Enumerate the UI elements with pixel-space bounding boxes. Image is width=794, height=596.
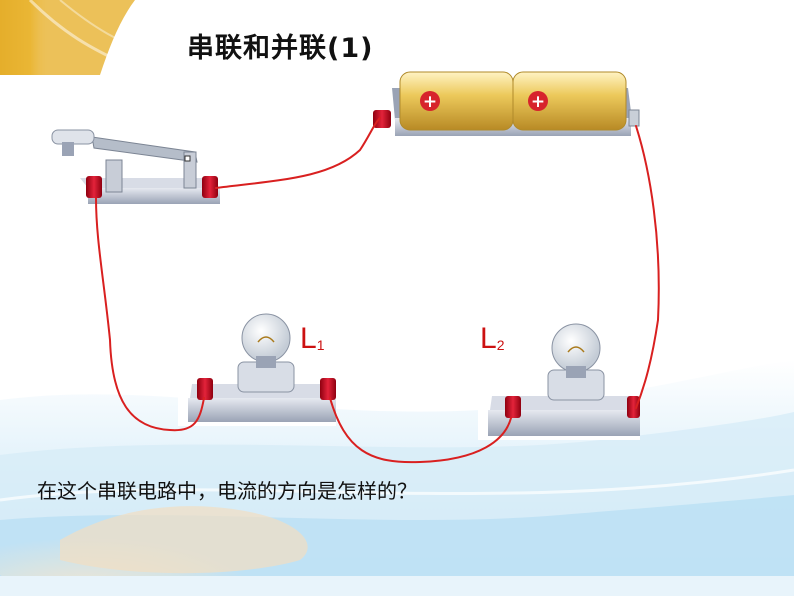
battery-cell-2 [512, 71, 627, 131]
plus-icon [528, 91, 548, 111]
knife-switch [48, 125, 224, 222]
wire-lamp2-to-lamp1 [329, 397, 512, 464]
lamp-l1-terminal-left [197, 378, 213, 400]
question-text: 在这个串联电路中，电流的方向是怎样的？ [37, 479, 417, 503]
wires [95, 117, 660, 464]
battery-holder: + + [370, 70, 640, 138]
battery-terminal-right [628, 109, 640, 127]
lamp-l1-terminal-right [320, 378, 336, 400]
lamp-l1 [178, 313, 336, 426]
bulb-icon [241, 313, 291, 363]
wire-switch-to-battery [215, 117, 381, 189]
lamp-l1-letter: L [300, 322, 317, 355]
lamp-l2-terminal-right [627, 396, 640, 418]
lamp-l2-terminal-left [505, 396, 521, 418]
battery-cell-1 [399, 71, 514, 131]
switch-handle [51, 129, 95, 145]
switch-blade [91, 136, 198, 163]
lamp-l2 [478, 323, 640, 440]
lamp-l2-index: 2 [496, 337, 505, 353]
slide-title: 串联和并联(1) [187, 33, 374, 64]
switch-clip [105, 159, 123, 193]
battery-plus-symbol: + [423, 92, 437, 112]
lamp-l1-base [188, 398, 336, 422]
switch-terminal-right [202, 176, 218, 198]
battery-plus-symbol: + [531, 92, 545, 112]
lamp-l1-label: L1 [300, 322, 324, 356]
wire-lamp1-to-switch [95, 197, 205, 432]
battery-terminal-left [373, 110, 391, 128]
wire-battery-to-lamp2 [635, 125, 660, 409]
lamp-l1-index: 1 [316, 337, 325, 353]
bulb-icon [551, 323, 601, 373]
switch-terminal-left [86, 176, 102, 198]
plus-icon [420, 91, 440, 111]
lamp-l2-label: L2 [480, 322, 504, 356]
lamp-l2-letter: L [480, 322, 497, 355]
